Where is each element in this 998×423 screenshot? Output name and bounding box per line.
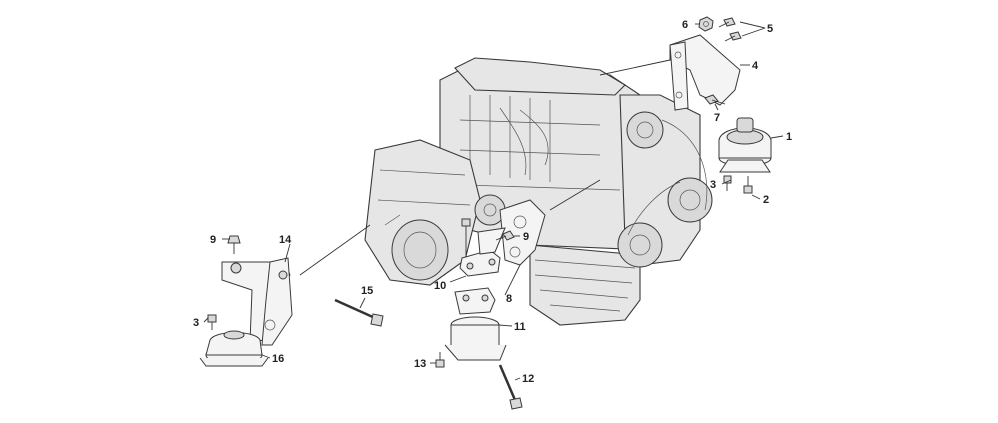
left-mount-bracket-14 bbox=[221, 257, 293, 346]
bolt-2 bbox=[743, 176, 753, 194]
bolt-7 bbox=[704, 94, 726, 105]
leader-lines bbox=[203, 21, 784, 381]
callout-5: 5 bbox=[767, 23, 773, 35]
callout-3-right: 3 bbox=[710, 179, 716, 191]
callout-13: 13 bbox=[414, 358, 426, 370]
callout-15: 15 bbox=[361, 285, 373, 297]
rear-mount-bracket-8 bbox=[499, 199, 546, 266]
callout-14: 14 bbox=[279, 234, 292, 246]
callout-10: 10 bbox=[434, 280, 446, 292]
bolt-9-center bbox=[495, 230, 515, 241]
bolt-15 bbox=[334, 298, 384, 327]
callout-11: 11 bbox=[514, 321, 526, 333]
callout-2: 2 bbox=[763, 194, 769, 206]
rear-mount-11 bbox=[444, 287, 507, 361]
stud-center bbox=[461, 218, 471, 255]
bolt-12 bbox=[498, 364, 523, 410]
nut-6 bbox=[698, 16, 714, 32]
bolt-3-left bbox=[207, 314, 217, 330]
rear-mount-bracket-10 bbox=[459, 227, 506, 277]
callout-16: 16 bbox=[272, 353, 284, 365]
left-mount-16 bbox=[199, 330, 269, 367]
callout-7: 7 bbox=[714, 112, 720, 124]
callout-9-center: 9 bbox=[523, 231, 529, 243]
callout-numbers: 1 2 3 3 4 5 6 7 8 9 9 10 11 12 13 14 15 … bbox=[193, 19, 792, 385]
callout-6: 6 bbox=[682, 19, 688, 31]
bolt-5-b bbox=[724, 31, 742, 42]
callout-9-left: 9 bbox=[210, 234, 216, 246]
bolt-13 bbox=[435, 352, 445, 368]
engine-assembly bbox=[364, 57, 713, 326]
bolt-3-right bbox=[723, 175, 732, 191]
right-mount-bracket-4 bbox=[669, 34, 741, 111]
callout-4: 4 bbox=[752, 60, 759, 72]
callout-12: 12 bbox=[522, 373, 534, 385]
bolt-5-a bbox=[718, 17, 736, 28]
bolt-9-left bbox=[227, 235, 241, 254]
callout-1: 1 bbox=[786, 131, 792, 143]
callout-8: 8 bbox=[506, 293, 512, 305]
callout-3-left: 3 bbox=[193, 317, 199, 329]
right-engine-mount-1 bbox=[718, 117, 772, 173]
